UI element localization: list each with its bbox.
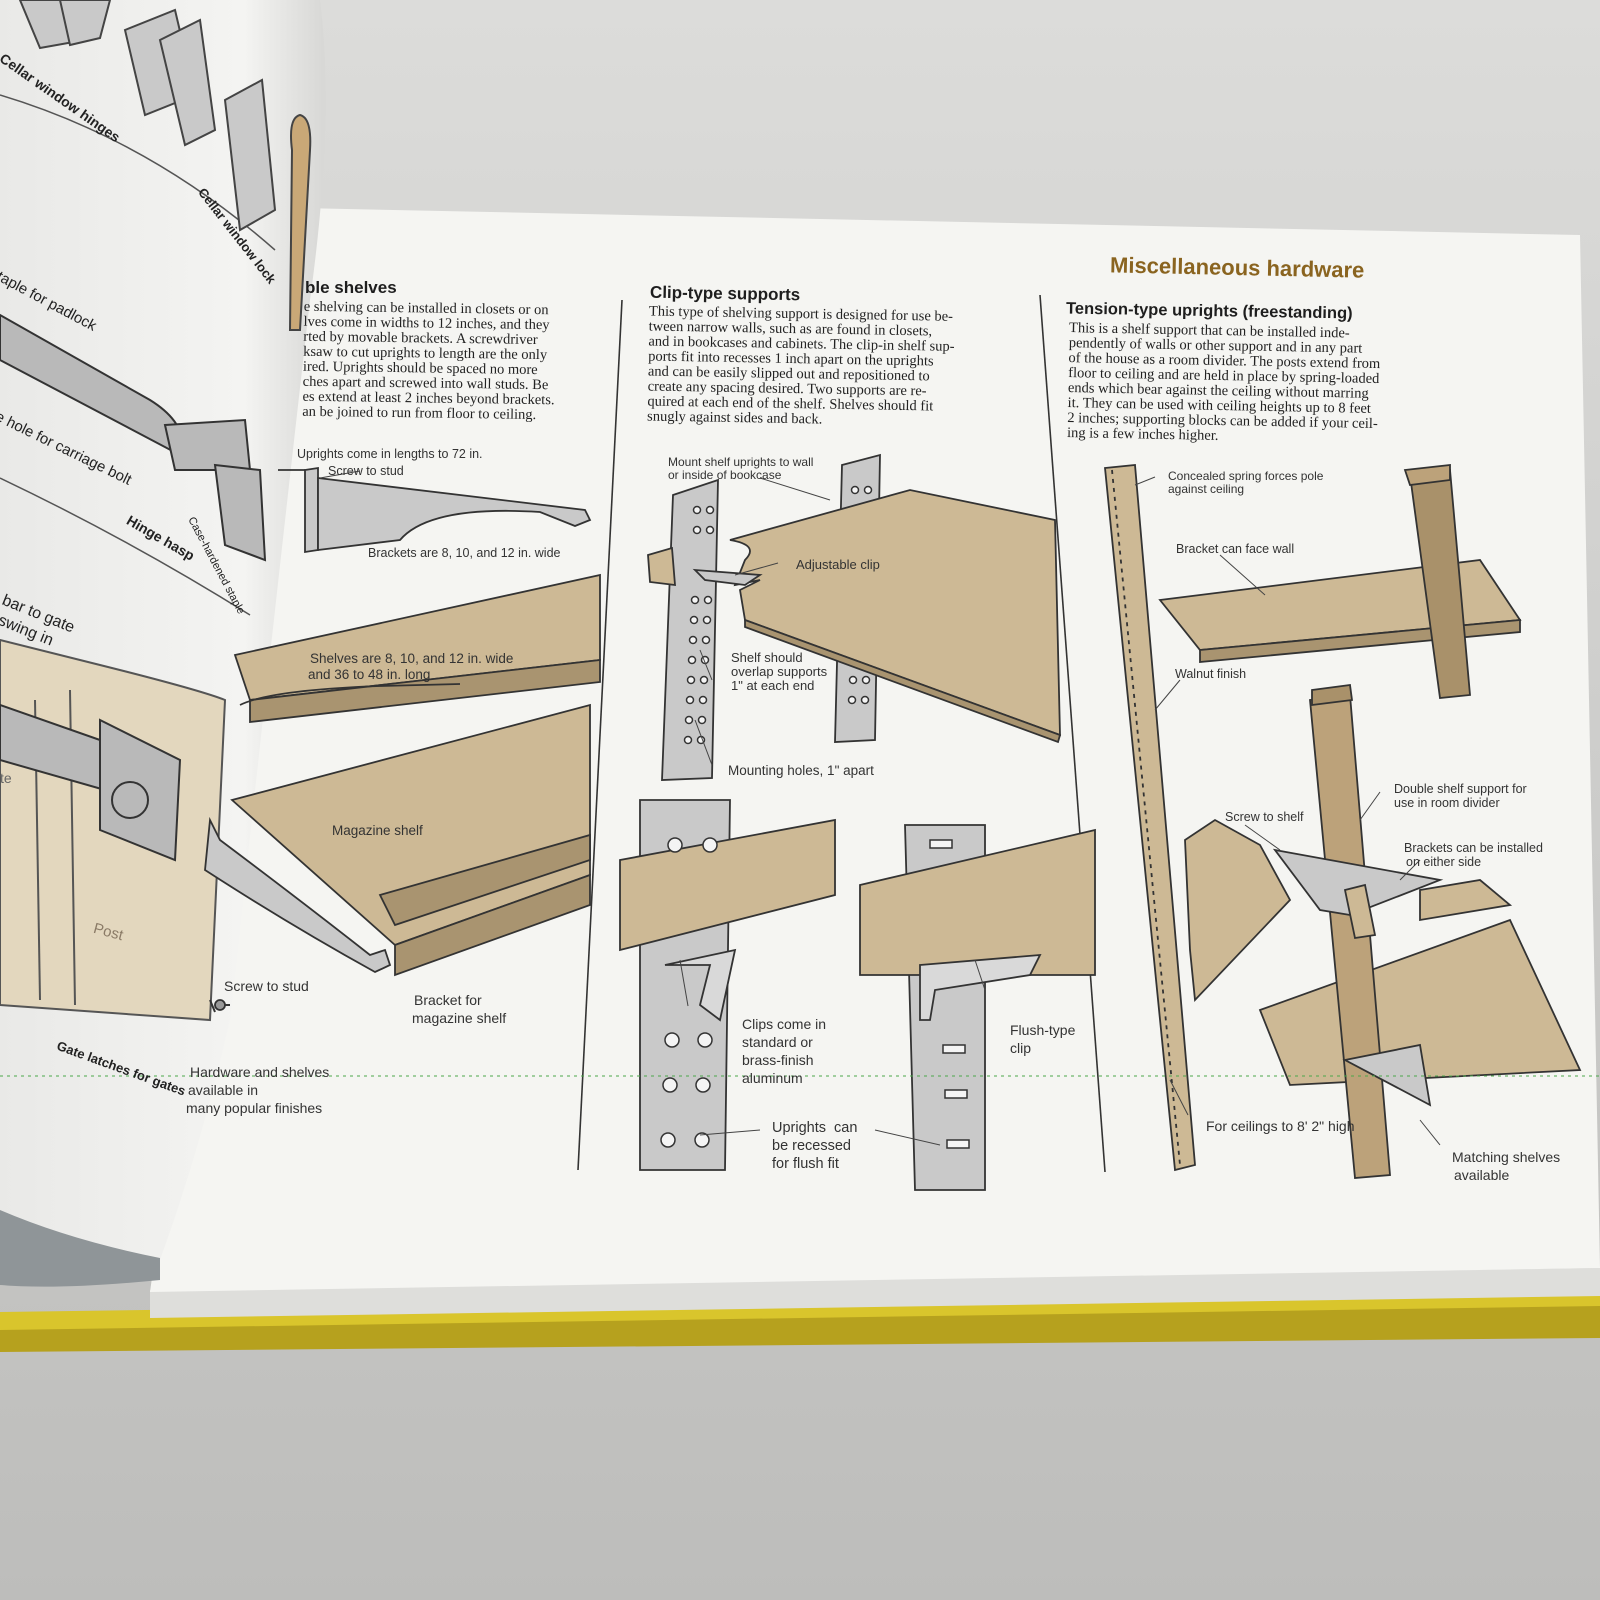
section-title: Miscellaneous hardware xyxy=(1109,252,1365,283)
label-recessed-1: Uprights can xyxy=(772,1120,858,1136)
label-clips-1: Clips come in xyxy=(742,1016,827,1032)
label-double-1: Double shelf support for xyxy=(1394,782,1527,796)
label-double-2: use in room divider xyxy=(1394,796,1500,810)
label-shelves-size-2: and 36 to 48 in. long xyxy=(308,667,431,682)
label-clips-2: standard or xyxy=(742,1034,813,1050)
label-spring-1: Concealed spring forces pole xyxy=(1168,469,1324,483)
label-magazine-shelf: Magazine shelf xyxy=(332,823,423,838)
label-shelves-size-1: Shelves are 8, 10, and 12 in. wide xyxy=(310,651,514,666)
adjustable-shelves-body: e shelving can be installed in closets o… xyxy=(302,299,626,424)
label-gate: te xyxy=(0,770,12,786)
adjustable-shelves-heading: ble shelves xyxy=(305,278,397,297)
label-recessed-2: be recessed xyxy=(772,1138,851,1154)
label-brackets-width: Brackets are 8, 10, and 12 in. wide xyxy=(368,546,561,560)
label-flush-2: clip xyxy=(1010,1040,1032,1056)
label-recessed-3: for flush fit xyxy=(772,1156,839,1172)
label-clips-3: brass-finish xyxy=(742,1052,814,1068)
label-matching-2: available xyxy=(1454,1167,1510,1183)
label-screw-to-shelf: Screw to shelf xyxy=(1225,810,1304,824)
label-adjustable-clip: Adjustable clip xyxy=(796,557,880,572)
label-walnut-finish: Walnut finish xyxy=(1175,667,1247,681)
label-either-1: Brackets can be installed xyxy=(1404,841,1543,855)
label-mount-2: or inside of bookcase xyxy=(668,468,782,482)
label-finishes-2: available in xyxy=(188,1082,259,1098)
label-spring-2: against ceiling xyxy=(1168,482,1245,496)
clip-supports-body: This type of shelving support is designe… xyxy=(647,304,1051,432)
label-screw-to-stud-top: Screw to stud xyxy=(328,464,404,478)
label-matching-1: Matching shelves xyxy=(1452,1149,1561,1165)
label-clips-4: aluminum xyxy=(742,1070,803,1086)
label-overlap-3: 1" at each end xyxy=(731,678,815,693)
label-uprights-length: Uprights come in lengths to 72 in. xyxy=(297,447,483,461)
label-mount-1: Mount shelf uprights to wall xyxy=(668,455,814,469)
right-page xyxy=(150,208,1600,1292)
label-overlap-2: overlap supports xyxy=(731,664,828,679)
clip-supports-heading: Clip-type supports xyxy=(649,282,801,305)
label-bracket-face-wall: Bracket can face wall xyxy=(1176,542,1295,556)
label-bracket-for-2: magazine shelf xyxy=(412,1010,507,1026)
tension-uprights-illustration xyxy=(1104,463,1582,1179)
label-overlap-1: Shelf should xyxy=(731,650,803,665)
label-screw-to-stud-bottom: Screw to stud xyxy=(224,978,309,994)
label-bracket-for-1: Bracket for xyxy=(414,992,482,1008)
label-flush-1: Flush-type xyxy=(1010,1022,1076,1038)
label-either-2: on either side xyxy=(1406,855,1482,869)
label-mounting-holes: Mounting holes, 1" apart xyxy=(728,763,874,778)
label-finishes-1: Hardware and shelves xyxy=(190,1064,330,1080)
label-finishes-3: many popular finishes xyxy=(186,1100,323,1116)
label-ceilings: For ceilings to 8' 2" high xyxy=(1206,1118,1355,1134)
adjustable-shelves-illustration xyxy=(204,466,601,1013)
tension-uprights-body: This is a shelf support that can be inst… xyxy=(1067,320,1481,449)
